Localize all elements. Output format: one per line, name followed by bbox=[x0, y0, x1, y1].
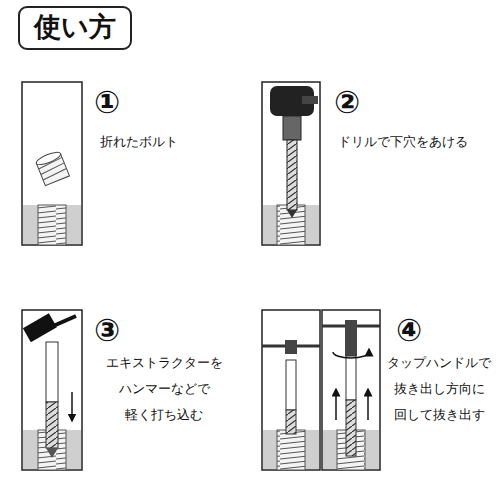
step-number: ② bbox=[334, 84, 360, 121]
drawing-stroke bbox=[345, 320, 357, 356]
drawing-stroke bbox=[38, 205, 66, 245]
step-text: ドリルで下穴をあける bbox=[338, 134, 468, 150]
drawing-stroke bbox=[283, 116, 301, 140]
step-text: 折れたボルト bbox=[100, 134, 178, 150]
drawing-stroke bbox=[22, 82, 82, 245]
step-number: ① bbox=[94, 84, 120, 121]
drawing-stroke bbox=[287, 140, 297, 210]
page-title: 使い方 bbox=[18, 6, 132, 50]
drawing-stroke bbox=[71, 392, 73, 418]
drawing-stroke bbox=[322, 310, 380, 470]
drawing-stroke bbox=[46, 448, 58, 458]
panel-tap-handle bbox=[262, 310, 380, 470]
drawing-stroke bbox=[335, 392, 337, 420]
drawing-stroke bbox=[23, 205, 81, 244]
drawing-stroke bbox=[42, 168, 67, 180]
drawing-stroke bbox=[302, 96, 318, 104]
step-text: エキストラクターを ハンマーなどで 軽く打ち込む bbox=[94, 350, 234, 428]
panel-hammer bbox=[22, 310, 82, 470]
drawing-stroke bbox=[35, 150, 70, 186]
drawing-stroke bbox=[46, 342, 58, 402]
drawing-stroke bbox=[286, 360, 296, 410]
drawing-stroke bbox=[277, 205, 305, 245]
drawing-stroke bbox=[286, 410, 296, 434]
step-text: タップハンドルで 抜き出し方向に 回して抜き出す bbox=[382, 350, 496, 428]
drawing-stroke bbox=[367, 392, 369, 420]
drawing-stroke bbox=[22, 310, 82, 470]
drawing-stroke bbox=[263, 205, 319, 244]
drawing-stroke bbox=[287, 210, 297, 218]
drawing-stroke bbox=[35, 150, 62, 167]
panel-broken-bolt bbox=[22, 82, 82, 245]
drawing-stroke bbox=[44, 316, 76, 330]
drawing-stroke bbox=[263, 430, 319, 469]
drawing-stroke bbox=[333, 352, 369, 358]
drawing-stroke bbox=[285, 340, 297, 354]
drawing-stroke bbox=[40, 163, 65, 175]
step-number: ④ bbox=[396, 312, 422, 349]
drawing-stroke bbox=[262, 310, 320, 470]
drawing-stroke bbox=[262, 82, 320, 245]
drawing-stroke bbox=[46, 402, 58, 448]
drawing-stroke bbox=[277, 430, 305, 470]
drawing-stroke bbox=[346, 400, 356, 456]
drawing-stroke bbox=[346, 356, 356, 400]
step-number: ③ bbox=[94, 312, 120, 349]
panel-drill bbox=[262, 82, 320, 245]
